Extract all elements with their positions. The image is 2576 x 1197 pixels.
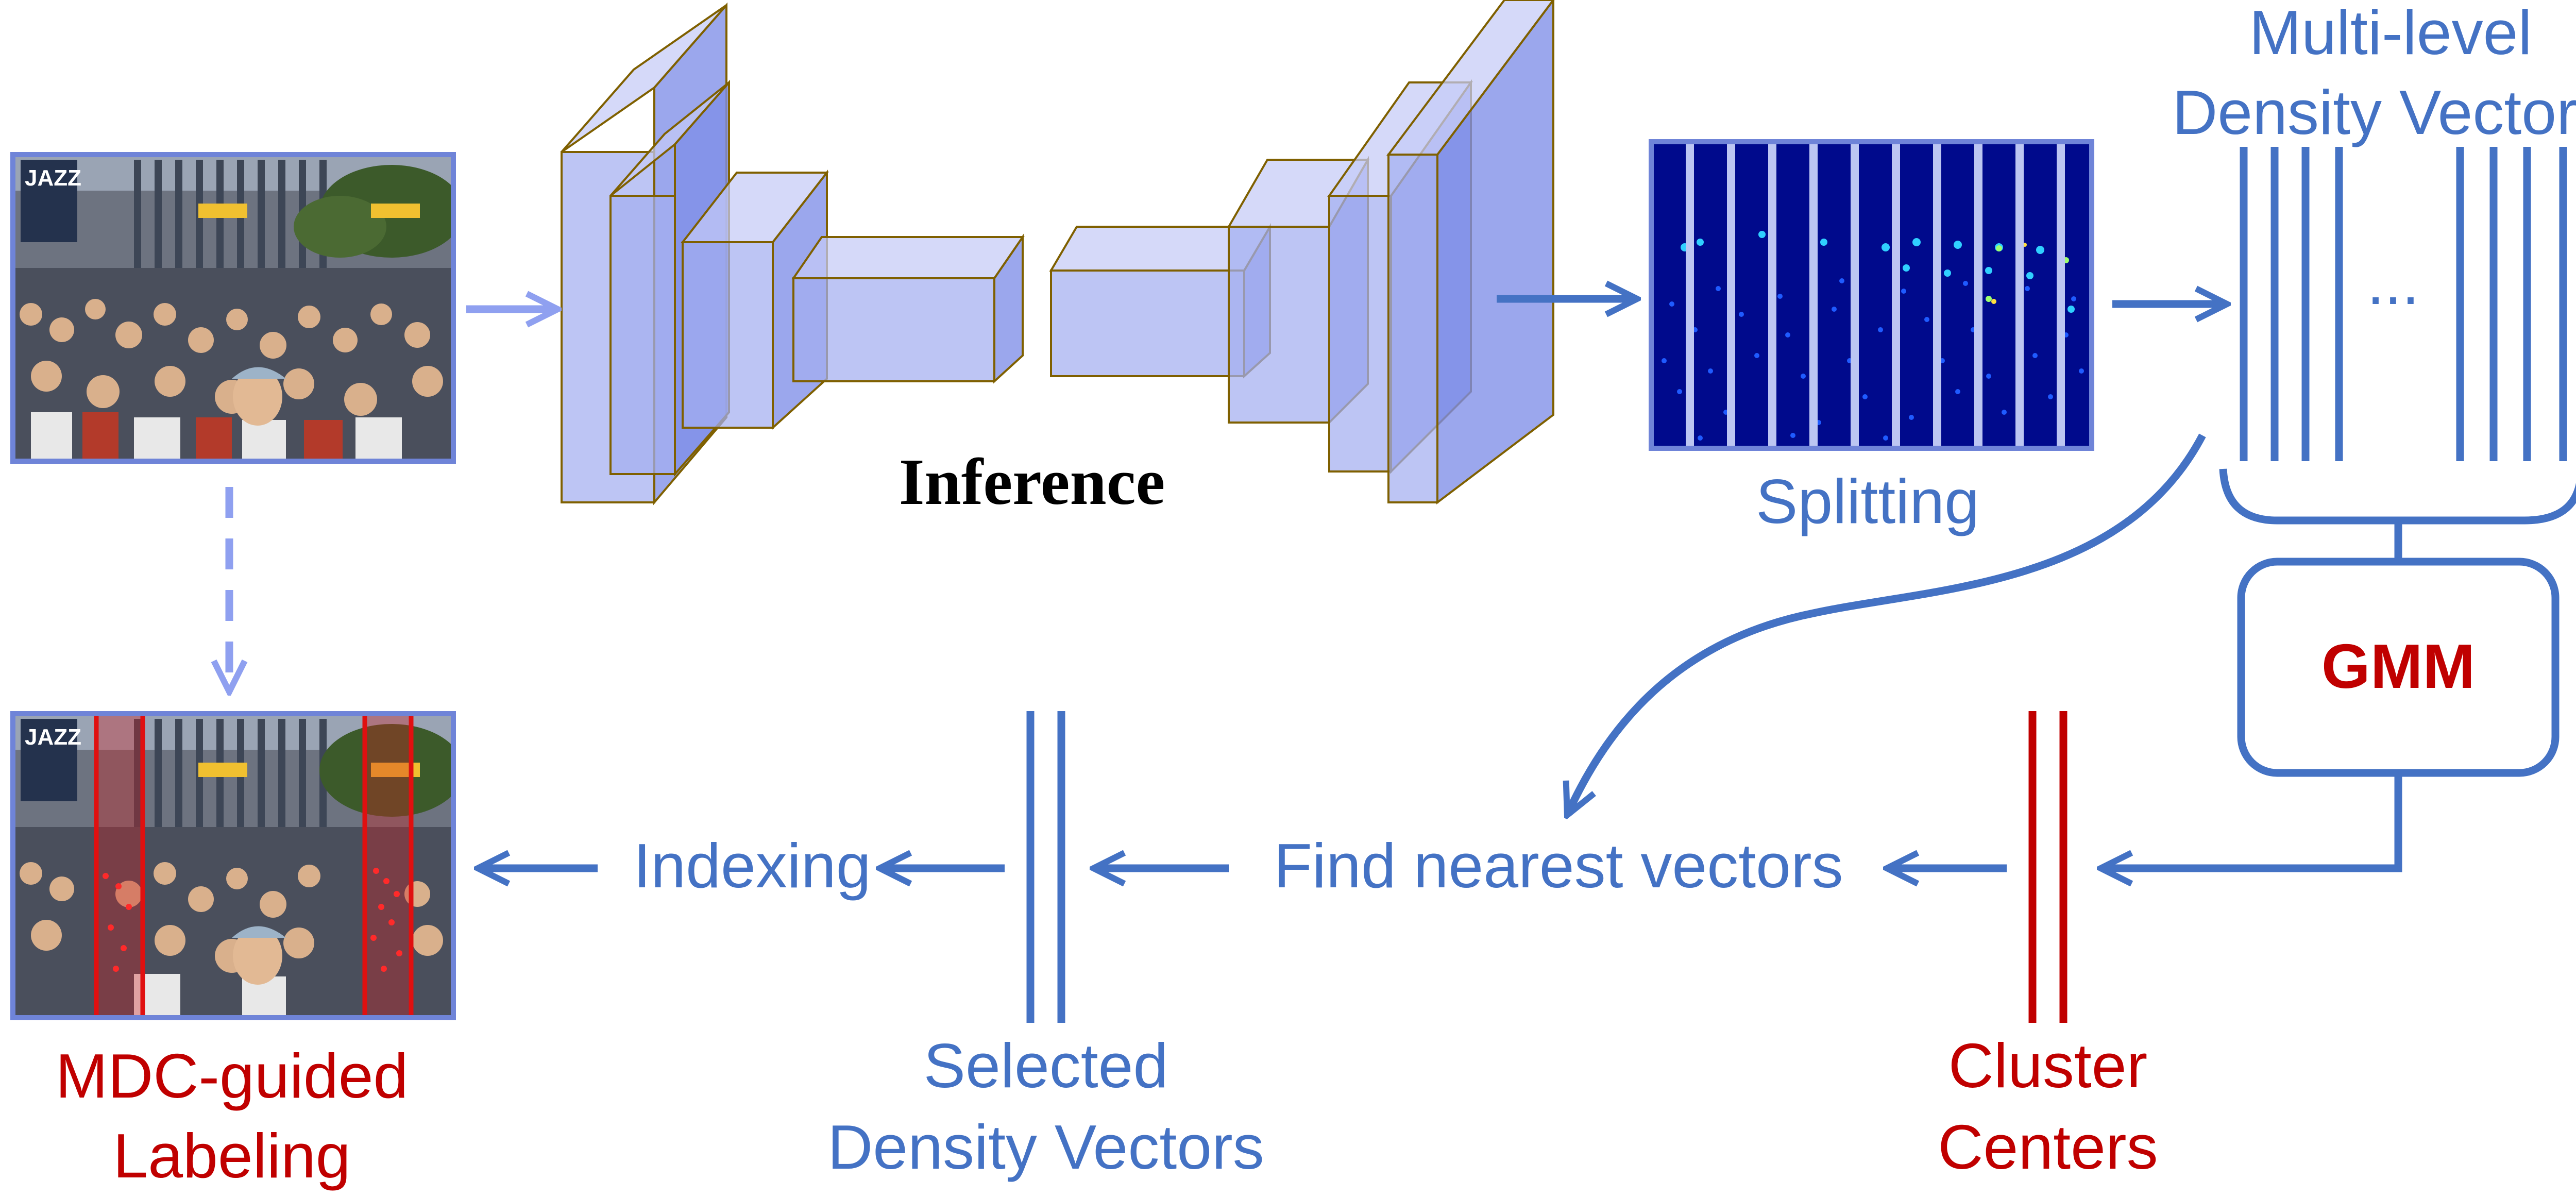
vectors-brace <box>2219 468 2576 525</box>
cluster-label-line2: Centers <box>1938 1112 2158 1182</box>
mdc-label-line1: MDC-guided <box>56 1041 409 1111</box>
gmm-box: GMM <box>2237 558 2560 777</box>
decoder-network <box>1049 0 1555 505</box>
vectors-ellipsis: ... <box>2367 247 2419 317</box>
multilevel-vectors <box>2240 147 2567 461</box>
cluster-centers-vectors <box>2028 711 2067 1023</box>
splitting-label: Splitting <box>1756 466 1979 536</box>
arrow-curve-vectors-to-find <box>1569 433 2206 812</box>
photo-banner-text: JAZZ <box>25 165 81 191</box>
density-map <box>1649 139 2094 451</box>
selected-label-line1: Selected <box>924 1031 1168 1101</box>
selected-vectors <box>1026 711 1065 1023</box>
inference-label: Inference <box>899 445 1165 518</box>
cluster-label-line1: Cluster <box>1948 1031 2147 1101</box>
indexing-label: Indexing <box>633 831 871 901</box>
split-lines <box>1686 142 2065 448</box>
gmm-label: GMM <box>2321 631 2475 701</box>
selected-label-line2: Density Vectors <box>827 1112 1264 1182</box>
encoder-network <box>561 2 1025 505</box>
labeled-region-right <box>362 714 414 1018</box>
multilevel-label-line1: Multi-level <box>2249 0 2532 68</box>
arrow-gmm-to-centers <box>2105 773 2402 868</box>
photo-banner-text-output: JAZZ <box>25 724 81 750</box>
mdc-label-line2: Labeling <box>113 1121 350 1191</box>
multilevel-label-line2: Density Vectors <box>2172 77 2576 147</box>
input-crowd-image: JAZZ <box>10 152 456 464</box>
labeled-crowd-image: JAZZ <box>10 711 456 1020</box>
labeled-region-left <box>94 714 145 1018</box>
find-nearest-label: Find nearest vectors <box>1274 831 1843 901</box>
